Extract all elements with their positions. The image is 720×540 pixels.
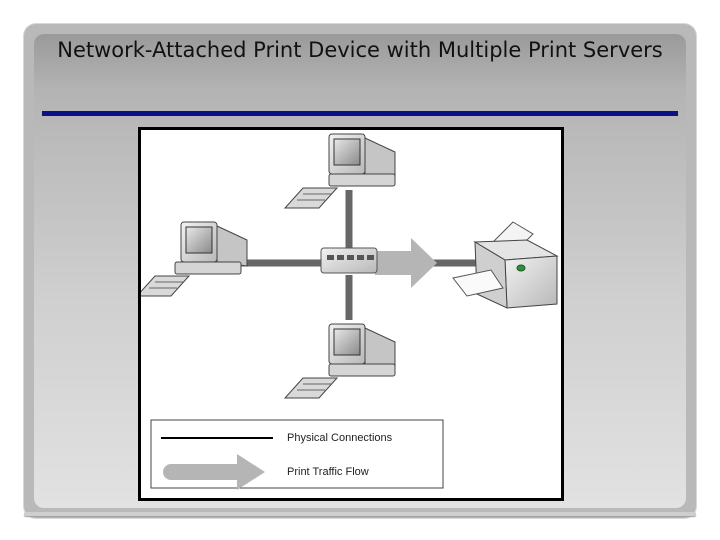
slide-title: Network-Attached Print Device with Multi… (57, 38, 663, 62)
computer-bottom (283, 323, 396, 399)
legend-box (150, 419, 444, 490)
computer-top (283, 133, 396, 209)
traffic-flow-arrow (375, 238, 437, 288)
diagram-box: Physical Connections Print Traffic Flow (138, 127, 564, 501)
legend-physical-connections-label: Physical Connections (287, 432, 393, 444)
network-hub (320, 247, 378, 274)
computer-left (141, 221, 248, 297)
legend-flow-arrow (163, 454, 265, 490)
legend-print-traffic-flow-label: Print Traffic Flow (287, 466, 369, 478)
print-device (452, 221, 559, 309)
slide-bottom-edge (24, 512, 696, 516)
title-underline (42, 111, 678, 116)
network-diagram (141, 133, 559, 490)
